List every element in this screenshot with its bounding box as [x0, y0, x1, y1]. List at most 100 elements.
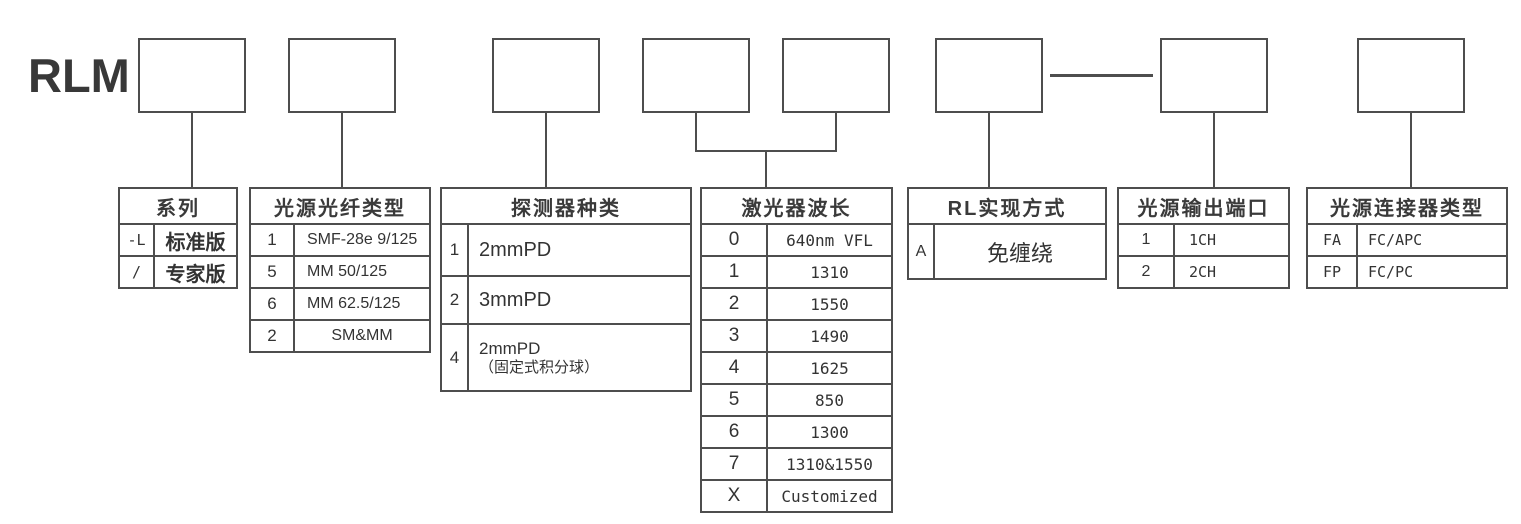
- code-box-3: [492, 38, 600, 113]
- code-cell: 4: [702, 353, 768, 383]
- code-cell: 5: [702, 385, 768, 415]
- table-series-title: 系列: [118, 187, 238, 225]
- value-cell: 2mmPD: [479, 238, 552, 261]
- value-cell: 3mmPD: [479, 288, 552, 311]
- table-row: 2 1550: [700, 287, 893, 321]
- code-box-4: [642, 38, 750, 113]
- code-cell: 2: [702, 289, 768, 319]
- table-row: 5 MM 50/125: [249, 255, 431, 289]
- code-cell: 2: [251, 321, 295, 351]
- code-cell: 6: [702, 417, 768, 447]
- code-box-8: [1357, 38, 1465, 113]
- code-cell: FA: [1308, 225, 1358, 255]
- code-cell: 2: [442, 277, 469, 323]
- value-cell: 1625: [810, 358, 849, 378]
- table-row: FP FC/PC: [1306, 255, 1508, 289]
- table-row: -L 标准版: [118, 223, 238, 257]
- value-cell: FC/APC: [1368, 231, 1423, 249]
- code-box-1: [138, 38, 246, 113]
- code-cell: X: [702, 481, 768, 511]
- table-source-fiber-type-title: 光源光纤类型: [249, 187, 431, 225]
- bracket-line: [695, 111, 697, 152]
- connector-line: [988, 111, 990, 187]
- value-cell: 850: [815, 390, 844, 410]
- value-cell: MM 50/125: [307, 263, 388, 280]
- table-row: 2 SM&MM: [249, 319, 431, 353]
- table-row: 2 3mmPD: [440, 275, 692, 325]
- value-cell: FC/PC: [1368, 263, 1414, 281]
- value-line-1: 2mmPD: [479, 338, 541, 358]
- connector-line: [341, 111, 343, 187]
- value-cell: SMF-28e 9/125: [307, 231, 418, 248]
- value-cell: 标准版: [165, 231, 226, 254]
- table-row: X Customized: [700, 479, 893, 513]
- code-box-6: [935, 38, 1043, 113]
- code-cell: -L: [120, 225, 155, 255]
- table-laser-wavelength-title: 激光器波长: [700, 187, 893, 225]
- value-cell: Customized: [781, 486, 878, 506]
- table-detector-type-title: 探测器种类: [440, 187, 692, 225]
- product-prefix: RLM: [28, 49, 130, 102]
- table-row: 1 1310: [700, 255, 893, 289]
- code-box-5: [782, 38, 890, 113]
- table-series: 系列-L 标准版 / 专家版: [118, 187, 238, 289]
- table-row: 6 1300: [700, 415, 893, 449]
- code-cell: 0: [702, 225, 768, 255]
- value-cell: 1CH: [1189, 231, 1217, 249]
- code-cell: 3: [702, 321, 768, 351]
- value-cell: 专家版: [165, 263, 226, 286]
- value-cell: 2mmPD（固定式积分球）: [469, 325, 690, 390]
- value-cell: 免缠绕: [986, 240, 1053, 266]
- table-row: / 专家版: [118, 255, 238, 289]
- table-rl-method-title: RL实现方式: [907, 187, 1107, 225]
- table-row: 1 SMF-28e 9/125: [249, 223, 431, 257]
- code-cell: 2: [1119, 257, 1175, 287]
- table-row: 3 1490: [700, 319, 893, 353]
- dash-separator: [1050, 74, 1153, 77]
- table-row: 1 1CH: [1117, 223, 1290, 257]
- bracket-line: [835, 111, 837, 152]
- table-row: 0 640nm VFL: [700, 223, 893, 257]
- code-cell: /: [120, 257, 155, 287]
- value-cell: MM 62.5/125: [307, 295, 401, 312]
- table-source-connector-type-title: 光源连接器类型: [1306, 187, 1508, 225]
- connector-line: [191, 111, 193, 187]
- code-cell: A: [909, 225, 935, 278]
- connector-line: [545, 111, 547, 187]
- code-cell: 1: [1119, 225, 1175, 255]
- table-row: 2 2CH: [1117, 255, 1290, 289]
- code-cell: 4: [442, 325, 469, 390]
- table-row: 4 1625: [700, 351, 893, 385]
- value-cell: 640nm VFL: [786, 230, 873, 250]
- value-cell: 1550: [810, 294, 849, 314]
- table-row: 5 850: [700, 383, 893, 417]
- code-cell: 7: [702, 449, 768, 479]
- value-cell: 1490: [810, 326, 849, 346]
- connector-line: [1213, 111, 1215, 187]
- code-cell: FP: [1308, 257, 1358, 287]
- code-cell: 5: [251, 257, 295, 287]
- code-cell: 1: [702, 257, 768, 287]
- bracket-line: [765, 151, 767, 187]
- value-cell: 1310: [810, 262, 849, 282]
- value-cell: 2CH: [1189, 263, 1217, 281]
- connector-line: [1410, 111, 1412, 187]
- table-row: A 免缠绕: [907, 223, 1107, 280]
- value-cell: SM&MM: [331, 327, 393, 344]
- value-line-2: （固定式积分球）: [479, 358, 600, 376]
- code-cell: 1: [251, 225, 295, 255]
- table-row: FA FC/APC: [1306, 223, 1508, 257]
- code-box-2: [288, 38, 396, 113]
- value-cell: 1300: [810, 422, 849, 442]
